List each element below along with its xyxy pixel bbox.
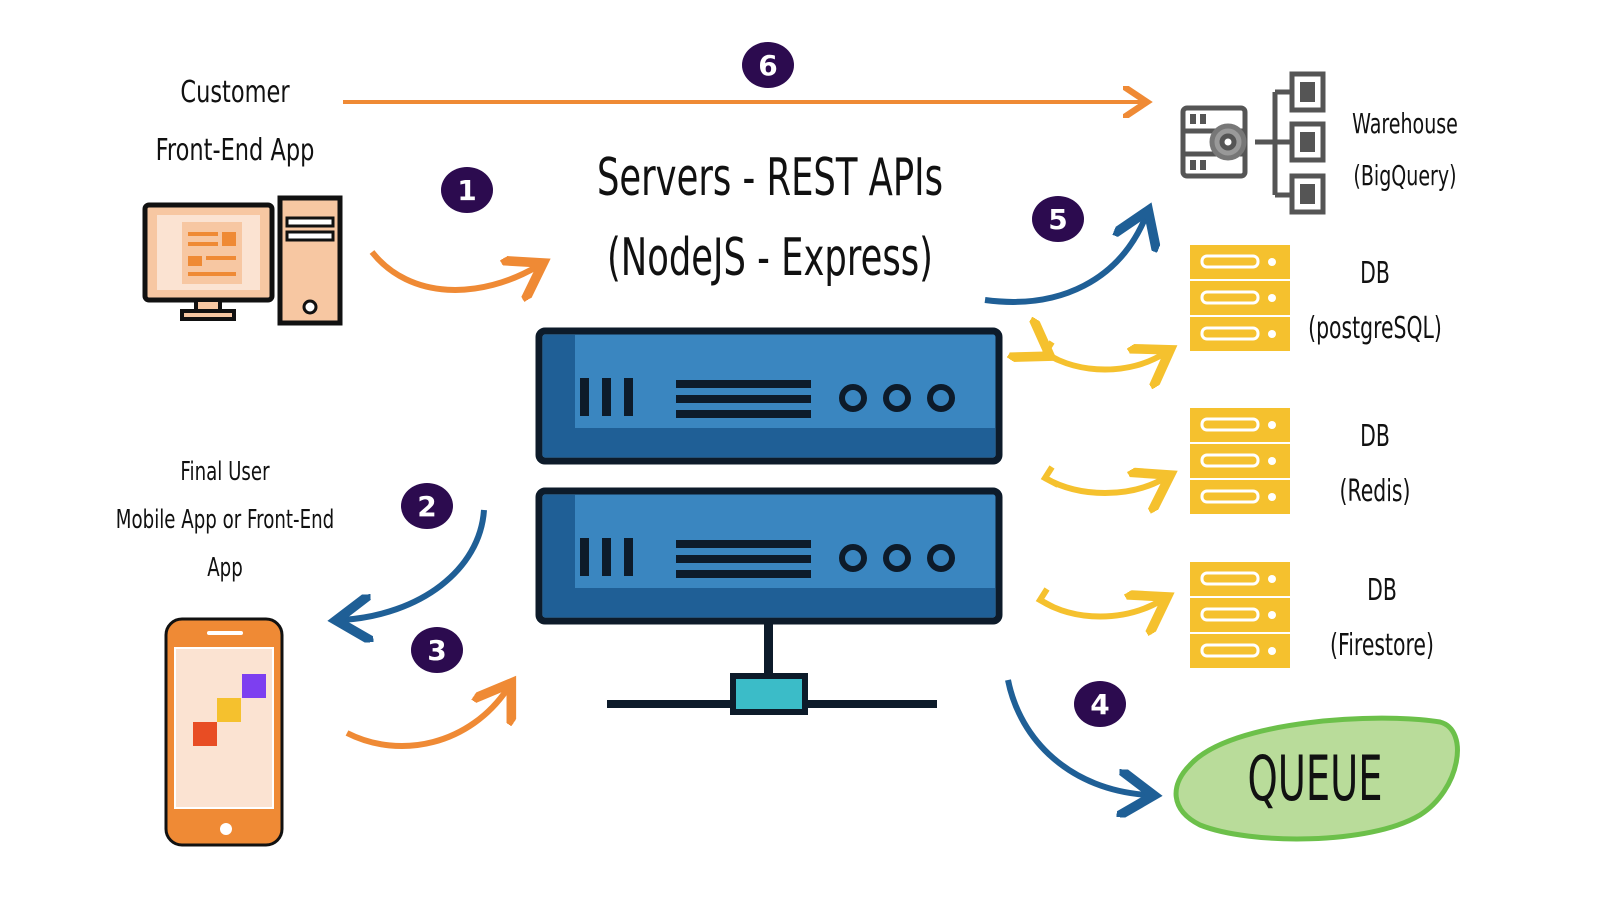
step-number: 4: [1090, 688, 1109, 721]
db-label-line1: DB: [1360, 256, 1390, 291]
database-icon: [1190, 245, 1290, 351]
queue-blob: [1173, 715, 1460, 842]
db-label-line1: DB: [1360, 419, 1390, 454]
step-badge: 4: [1074, 681, 1126, 727]
mobile-phone-icon: [164, 617, 284, 847]
db-label-line2: (Redis): [1340, 474, 1411, 509]
warehouse-icon: [1180, 71, 1326, 215]
database-icon: [1190, 408, 1290, 514]
arrow-heads-left: [1035, 340, 1060, 610]
diagram-title-line2: (NodeJS - Express): [607, 228, 933, 288]
db-label-line2: (postgreSQL): [1308, 311, 1442, 346]
customer-label-line2: Front-End App: [156, 133, 315, 168]
arrow-step-1: [369, 250, 538, 290]
queue-label: QUEUE: [1247, 744, 1382, 816]
final-user-label-line1: Final User: [180, 457, 270, 487]
final-user-label-line2: Mobile App or Front-End: [116, 505, 334, 535]
step-number: 6: [758, 49, 777, 82]
database-icon: [1190, 562, 1290, 668]
warehouse-label-line1: Warehouse: [1352, 107, 1458, 140]
arrow-firestore-sync: [1038, 600, 1162, 617]
final-user-label-line3: App: [207, 553, 243, 583]
diagram-title-line1: Servers - REST APIs: [597, 148, 943, 208]
step-badge: 1: [441, 167, 493, 213]
desktop-computer-icon: [142, 195, 343, 326]
step-badge: 6: [742, 42, 794, 88]
arrow-step-2: [342, 509, 487, 620]
warehouse-label-line2: (BigQuery): [1353, 159, 1456, 192]
db-label-line1: DB: [1367, 573, 1397, 608]
arrow-step-5: [984, 216, 1146, 305]
step-number: 2: [417, 490, 436, 523]
customer-label-line1: Customer: [180, 75, 289, 110]
step-number: 5: [1048, 203, 1067, 236]
server-unit-bottom-icon: [535, 487, 1003, 625]
step-number: 1: [457, 174, 476, 207]
arrow-redis-sync: [1043, 478, 1165, 493]
step-badge: 5: [1032, 196, 1084, 242]
step-badge: 2: [401, 483, 453, 529]
step-badge: 3: [411, 627, 463, 673]
step-number: 3: [427, 634, 446, 667]
arrow-step-4: [1005, 679, 1148, 795]
arrow-step-3: [345, 688, 508, 749]
db-label-line2: (Firestore): [1330, 628, 1434, 663]
network-stand-icon: [607, 624, 937, 715]
server-unit-top-icon: [535, 327, 1003, 465]
arrow-postgres-sync: [1045, 353, 1165, 370]
